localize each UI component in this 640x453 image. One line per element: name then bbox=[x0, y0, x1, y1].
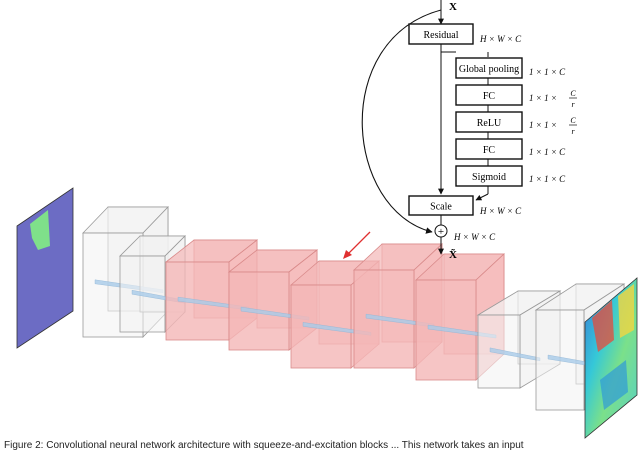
output-x-label: X̃ bbox=[449, 248, 457, 261]
dimension-label: 1 × 1 × C bbox=[529, 67, 566, 77]
fraction-numerator: C bbox=[570, 116, 576, 125]
input-x-label: X bbox=[449, 1, 457, 13]
skip-connection bbox=[361, 9, 442, 234]
se-pointer-arrowhead bbox=[343, 250, 352, 259]
dimension-label: H × W × C bbox=[479, 206, 522, 216]
dimension-label: 1 × 1 × C bbox=[529, 147, 566, 157]
se-layer-box: Residual bbox=[408, 23, 474, 45]
dimension-label: H × W × C bbox=[479, 34, 522, 44]
se-layer-label: ReLU bbox=[477, 118, 502, 129]
se-layer-label: FC bbox=[483, 145, 496, 156]
network-blocks bbox=[82, 206, 626, 411]
fraction-denominator: r bbox=[571, 100, 575, 109]
dimension-label: H × W × C bbox=[453, 232, 496, 242]
se-pointer-arrow bbox=[345, 231, 371, 257]
fraction-numerator: C bbox=[570, 89, 576, 98]
se-layer-label: Global pooling bbox=[459, 64, 519, 75]
fraction-denominator: r bbox=[571, 127, 575, 136]
se-layer-box: Scale bbox=[408, 195, 474, 216]
se-layer-box: FC bbox=[455, 84, 523, 106]
figure-caption: Figure 2: Convolutional neural network a… bbox=[4, 440, 524, 451]
se-layer-box: Sigmoid bbox=[455, 165, 523, 187]
se-layer-box: ReLU bbox=[455, 111, 523, 133]
dimension-label: 1 × 1 × bbox=[529, 93, 557, 103]
se-layer-label: Residual bbox=[424, 30, 459, 41]
se-layer-label: Scale bbox=[430, 202, 452, 213]
se-layer-label: FC bbox=[483, 91, 496, 102]
se-layer-label: Sigmoid bbox=[472, 172, 506, 183]
dimension-label: 1 × 1 × C bbox=[529, 174, 566, 184]
sum-symbol: + bbox=[438, 226, 444, 238]
input-feature-map bbox=[16, 187, 74, 349]
se-layer-box: FC bbox=[455, 138, 523, 160]
se-layer-box: Global pooling bbox=[455, 57, 523, 79]
dimension-label: 1 × 1 × bbox=[529, 120, 557, 130]
output-feature-map bbox=[584, 277, 638, 439]
